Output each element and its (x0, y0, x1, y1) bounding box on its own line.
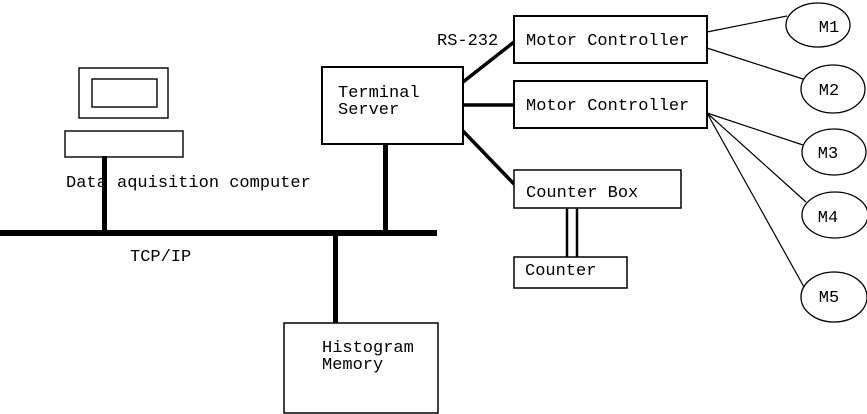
monitor-screen-icon (91, 78, 158, 108)
histogram-memory-label-line1: Histogram (322, 339, 414, 358)
motor-m2-ellipse (800, 64, 866, 114)
data-acquisition-computer-icon (64, 67, 184, 158)
mc1-to-m2-line (706, 47, 804, 80)
motor-controller-2-label: Motor Controller (526, 97, 689, 116)
mc2-to-m4-line (706, 112, 807, 203)
terminal-server-box (321, 66, 464, 145)
rs232-label: RS-232 (437, 32, 498, 51)
motor-controller-1-label: Motor Controller (526, 32, 689, 51)
counter-label: Counter (525, 262, 596, 281)
rs232-link-to-counter-box (461, 129, 516, 186)
counter-box (513, 256, 628, 289)
motor-m2-label: M2 (819, 82, 839, 101)
terminal-server-label-line1: Terminal (338, 84, 420, 103)
motor-m3-ellipse (801, 128, 867, 176)
motor-m5-label: M5 (819, 289, 839, 308)
motor-m1-ellipse (785, 2, 851, 48)
rs232-link-to-motor-controller-1 (461, 40, 516, 84)
mc2-to-m3-line (706, 112, 804, 146)
histogram-memory-label-line2: Memory (322, 356, 383, 375)
motor-controller-1-box (513, 15, 708, 64)
motor-m3-label: M3 (818, 145, 838, 164)
histogram-memory-box (283, 322, 439, 414)
computer-label: Data aquisition computer (66, 174, 311, 193)
counter-box-label: Counter Box (526, 184, 638, 203)
counter-box-box (513, 169, 682, 209)
motor-m4-ellipse (801, 191, 867, 239)
bus-label: TCP/IP (130, 248, 191, 267)
terminal-server-label-line2: Server (338, 101, 399, 120)
motor-controller-2-box (513, 80, 708, 129)
motor-m4-label: M4 (818, 209, 838, 228)
keyboard-icon (64, 130, 184, 158)
monitor-icon (78, 67, 169, 119)
motor-m5-ellipse (800, 271, 867, 323)
motor-m1-label: M1 (819, 19, 839, 38)
mc1-to-m1-line (706, 15, 788, 33)
mc2-to-m5-line (706, 112, 805, 288)
